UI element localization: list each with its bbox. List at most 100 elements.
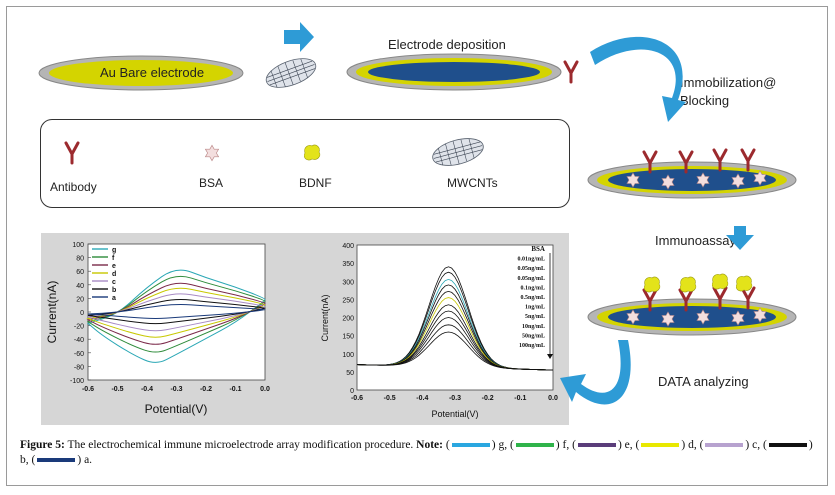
cv-legend-label: c xyxy=(112,279,116,286)
caption-legend-item: () c, xyxy=(696,439,761,451)
dpv-xtick-label: -0.2 xyxy=(482,395,494,402)
cv-series-e xyxy=(86,282,266,345)
caption-legend-item: () d, xyxy=(632,439,697,451)
cv-series-b xyxy=(87,298,266,325)
cv-legend-label: d xyxy=(112,271,116,278)
curved-arrow-icon xyxy=(590,36,686,122)
cv-xtick-label: -0.2 xyxy=(200,386,212,393)
legend-mwcnt-icon xyxy=(429,133,487,171)
caption-letter: e xyxy=(624,439,630,451)
immunoassay-label: Immunoassay xyxy=(655,233,736,248)
cv-xtick-label: -0.5 xyxy=(111,386,123,393)
dpv-ylabel: Current(nA) xyxy=(320,294,330,341)
cv-ytick-label: 40 xyxy=(76,283,84,290)
cv-xtick-label: -0.3 xyxy=(170,386,182,393)
au-bare-electrode xyxy=(38,55,244,91)
caption-letter: c xyxy=(752,439,758,451)
caption-letter: a xyxy=(84,454,90,466)
dpv-series-line xyxy=(356,331,554,371)
dpv-ytick-label: 200 xyxy=(342,316,354,323)
caption-legend-item: () a. xyxy=(28,454,93,466)
arrow-right-icon xyxy=(284,22,314,52)
dpv-ytick-label: 50 xyxy=(346,370,354,377)
dpv-xtick-label: 0.0 xyxy=(548,395,558,402)
dpv-ytick-label: 300 xyxy=(342,279,354,286)
dpv-legend-label: 10ng/mL xyxy=(522,324,545,330)
cv-ytick-label: 60 xyxy=(76,269,84,276)
caption-swatch xyxy=(577,443,616,448)
dpv-legend-label: 0.01ng/mL xyxy=(517,257,545,263)
figure-frame xyxy=(6,6,828,486)
data-analyzing-label: DATA analyzing xyxy=(658,374,749,389)
dpv-ytick-label: 150 xyxy=(342,334,354,341)
dpv-legend-label: 1ng/mL xyxy=(525,305,545,311)
immobilization-label-1: Immobilization@ xyxy=(680,75,777,90)
dpv-legend-label: BSA xyxy=(531,245,545,253)
dpv-ytick-label: 350 xyxy=(342,261,354,268)
dpv-ytick-label: 0 xyxy=(350,388,354,395)
cv-ytick-label: 20 xyxy=(76,296,84,303)
legend-bdnf-label: BDNF xyxy=(299,176,332,190)
dpv-xtick-label: -0.3 xyxy=(449,395,461,402)
cv-series-c xyxy=(87,293,266,332)
legend-bdnf-icon xyxy=(303,144,321,161)
dpv-legend-label: 0.1ng/mL xyxy=(520,285,545,291)
legend-antibody-label: Antibody xyxy=(50,180,97,194)
caption-letter: b xyxy=(20,454,26,466)
cv-series-a xyxy=(87,303,266,319)
dpv-legend-label: 5ng/mL xyxy=(525,314,545,320)
caption-letter: g xyxy=(498,439,505,451)
dpv-xtick-label: -0.6 xyxy=(351,395,363,402)
caption-swatch xyxy=(641,443,680,448)
cv-ytick-label: -40 xyxy=(74,337,84,344)
caption-letter: d xyxy=(688,439,694,451)
cv-xtick-label: 0.0 xyxy=(260,386,270,393)
caption-swatch xyxy=(705,443,744,448)
curved-arrow-back-icon xyxy=(560,340,631,405)
dpv-legend-label: 0.05ng/mL xyxy=(517,276,545,282)
arrow-down-icon xyxy=(726,226,754,250)
caption-note-label: Note: xyxy=(416,439,443,451)
legend-bsa-label: BSA xyxy=(199,176,224,190)
cv-series-d xyxy=(86,287,266,338)
cv-legend-label: b xyxy=(112,287,116,294)
cv-ytick-label: -20 xyxy=(74,324,84,331)
legend-antibody-icon xyxy=(64,141,80,165)
dpv-chart: 400350300250200150100500-0.6-0.5-0.4-0.3… xyxy=(320,243,558,419)
antibody-icon xyxy=(563,60,579,84)
caption-text: The electrochemical immune microelectrod… xyxy=(67,439,414,451)
immunoassay-electrode xyxy=(587,273,797,336)
au-electrode-label: Au Bare electrode xyxy=(100,65,205,80)
caption-swatch xyxy=(768,443,807,448)
cv-ytick-label: -80 xyxy=(74,364,84,371)
legend-mwcnts-label: MWCNTs xyxy=(447,176,498,190)
caption-figure-label: Figure 5: xyxy=(20,439,65,451)
caption-swatch xyxy=(515,443,554,448)
mwcnt-icon xyxy=(262,52,320,94)
dpv-xtick-label: -0.5 xyxy=(384,395,396,402)
cv-legend-label: e xyxy=(112,263,116,270)
cv-ytick-label: -60 xyxy=(74,351,84,358)
cv-xlabel: Potential(V) xyxy=(145,402,208,416)
deposited-electrode xyxy=(346,53,562,91)
dpv-legend-label: 0.05ng/mL xyxy=(517,266,545,272)
blocked-electrode xyxy=(587,148,797,199)
cv-legend-label: g xyxy=(112,247,116,254)
legend-bsa-icon xyxy=(205,144,219,162)
caption-legend-item: () f, xyxy=(507,439,570,451)
cv-ytick-label: -100 xyxy=(70,378,84,385)
figure-caption: Figure 5: The electrochemical immune mic… xyxy=(20,438,820,468)
cv-series-g xyxy=(86,269,266,363)
dpv-xtick-label: -0.4 xyxy=(416,395,428,402)
cv-ytick-label: 80 xyxy=(76,256,84,263)
cv-xtick-label: -0.1 xyxy=(229,386,241,393)
dpv-ytick-label: 400 xyxy=(342,243,354,250)
dpv-xtick-label: -0.1 xyxy=(514,395,526,402)
caption-legend-item: () b, xyxy=(20,439,813,466)
caption-legend-item: () e, xyxy=(569,439,633,451)
cv-xtick-label: -0.6 xyxy=(82,386,94,393)
caption-swatch xyxy=(37,458,76,463)
caption-legend-items: () g, () f, () e, () d, () c, () b, () a… xyxy=(20,439,813,466)
